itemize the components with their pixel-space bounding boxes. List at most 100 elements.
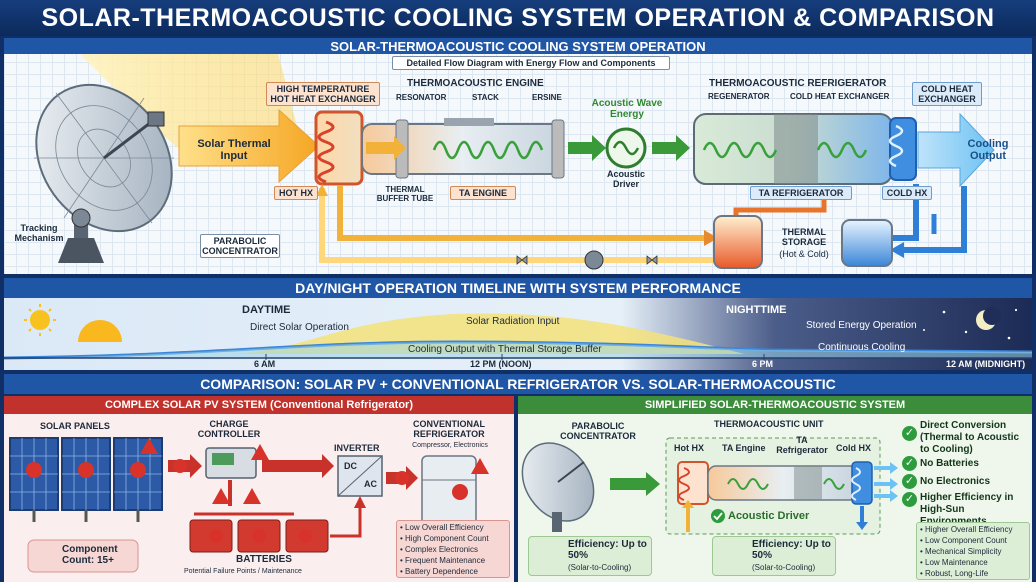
operation-panel: SOLAR-THERMOACOUSTIC COOLING SYSTEM OPER… bbox=[4, 38, 1032, 274]
sun-icon bbox=[30, 310, 50, 330]
ta-dish-graphic bbox=[521, 442, 595, 532]
thermal-buffer-label: THERMAL BUFFER TUBE bbox=[376, 185, 434, 203]
rising-sun-icon bbox=[78, 320, 122, 342]
check-item: Direct Conversion (Thermal to Acoustic t… bbox=[920, 420, 1020, 455]
timeline-header: DAY/NIGHT OPERATION TIMELINE WITH SYSTEM… bbox=[4, 278, 1032, 298]
pv-bullet: Complex Electronics bbox=[400, 544, 489, 555]
cooling-output-arrow bbox=[917, 112, 995, 188]
storage-sub-label: (Hot & Cold) bbox=[779, 249, 829, 259]
parabolic-label: PARABOLIC CONCENTRATOR bbox=[200, 234, 280, 258]
ta-cold-hx-label: Cold HX bbox=[836, 443, 871, 453]
batteries-sub-label: Potential Failure Points / Maintenance bbox=[184, 568, 302, 575]
check-icon: ✓ bbox=[902, 492, 917, 507]
ta-engine-tag: TA ENGINE bbox=[450, 186, 516, 200]
component-count-label: Component Count: 15+ bbox=[62, 544, 118, 566]
ta-bullet: Low Component Count bbox=[920, 535, 1012, 546]
ta-hot-hx-label: Hot HX bbox=[674, 443, 704, 453]
refrigerator-sub-label: Compressor, Electronics bbox=[412, 442, 488, 449]
hot-hx-tag: HOT HX bbox=[274, 186, 318, 200]
ta-parabolic-label: PARABOLIC CONCENTRATOR bbox=[560, 421, 636, 441]
ta-refrigerator-tag: TA REFRIGERATOR bbox=[750, 186, 852, 200]
ta-acoustic-driver-label: Acoustic Driver bbox=[728, 510, 810, 522]
cold-exchanger-inner-label: COLD HEAT EXCHANGER bbox=[790, 92, 890, 101]
nighttime-label: NIGHTTIME bbox=[726, 304, 787, 316]
pv-bullet: High Component Count bbox=[400, 533, 489, 544]
sun-beam bbox=[64, 38, 304, 153]
tick-noon: 12 PM (NOON) bbox=[470, 359, 532, 369]
comparison-header: COMPARISON: SOLAR PV + CONVENTIONAL REFR… bbox=[4, 374, 1032, 394]
ta-header: SIMPLIFIED SOLAR-THERMOACOUSTIC SYSTEM bbox=[518, 396, 1032, 414]
hot-storage-tank bbox=[713, 215, 763, 269]
ta-diagram bbox=[521, 437, 898, 570]
ta-bullet: Higher Overall Efficiency bbox=[920, 524, 1012, 535]
daytime-label: DAYTIME bbox=[242, 304, 291, 316]
operation-subtitle: Detailed Flow Diagram with Energy Flow a… bbox=[392, 56, 670, 70]
tick-6pm: 6 PM bbox=[752, 359, 774, 369]
pv-bullet: Frequent Maintenance bbox=[400, 555, 489, 566]
ta-bullet-list: Higher Overall Efficiency Low Component … bbox=[920, 524, 1012, 579]
acoustic-driver-label: Acoustic Driver bbox=[606, 169, 645, 189]
ta-bullet: Low Maintenance bbox=[920, 557, 1012, 568]
tick-6am: 6 AM bbox=[254, 359, 276, 369]
timeline-chart bbox=[4, 304, 1032, 360]
operation-diagram bbox=[34, 38, 995, 270]
ta-bullet: Mechanical Simplicity bbox=[920, 546, 1012, 557]
ac-label: AC bbox=[364, 479, 377, 489]
refrigerator-label: CONVENTIONAL REFRIGERATOR bbox=[413, 419, 485, 439]
ta-engine-label: TA Engine bbox=[722, 443, 766, 453]
solar-input-label: Solar Thermal Input bbox=[197, 138, 271, 163]
thermal-storage-label: THERMAL STORAGE bbox=[781, 227, 827, 247]
check-icon: ✓ bbox=[902, 474, 917, 489]
continuous-cooling-label: Continuous Cooling bbox=[818, 342, 906, 353]
cold-hx-tag: COLD HX bbox=[882, 186, 932, 200]
stack-label: STACK bbox=[472, 93, 499, 102]
check-icon: ✓ bbox=[902, 426, 917, 441]
batteries-label: BATTERIES bbox=[236, 554, 292, 565]
engine-title: THERMOACOUSTIC ENGINE bbox=[407, 78, 544, 89]
component-count-box bbox=[27, 539, 139, 573]
resonator-label: RESONATOR bbox=[396, 93, 447, 102]
main-title: SOLAR-THERMOACOUSTIC COOLING SYSTEM OPER… bbox=[0, 0, 1036, 36]
efficiency-sub-1: (Solar-to-Cooling) bbox=[568, 563, 632, 572]
hot-exchanger-label: HIGH TEMPERATURE HOT HEAT EXCHANGER bbox=[266, 82, 380, 106]
charge-controller-label: CHARGE CONTROLLER bbox=[197, 419, 261, 439]
dc-label: DC bbox=[344, 461, 357, 471]
pv-header: COMPLEX SOLAR PV SYSTEM (Conventional Re… bbox=[4, 396, 514, 414]
solar-input-arrow bbox=[178, 108, 320, 184]
ta-refrigerator-label: TA Refrigerator bbox=[776, 435, 828, 455]
pv-bullet: Battery Dependence bbox=[400, 566, 489, 577]
pv-diagram bbox=[9, 437, 489, 573]
check-item: Higher Efficiency in High-Sun Environmen… bbox=[920, 492, 1014, 527]
tick-midnight: 12 AM (MIDNIGHT) bbox=[946, 359, 1026, 369]
radiation-label: Solar Radiation Input bbox=[466, 316, 560, 327]
parabolic-dish-graphic bbox=[34, 83, 174, 263]
efficiency-box-2 bbox=[712, 536, 836, 576]
stored-energy-label: Stored Energy Operation bbox=[806, 320, 917, 331]
pv-bullet: Low Overall Efficiency bbox=[400, 522, 489, 533]
acoustic-wave-label: Acoustic Wave Energy bbox=[591, 98, 663, 120]
ta-unit-label: THERMOACOUSTIC UNIT bbox=[714, 419, 824, 429]
operation-header: SOLAR-THERMOACOUSTIC COOLING SYSTEM OPER… bbox=[4, 38, 1032, 54]
inverter-label: INVERTER bbox=[334, 443, 380, 453]
refrigerator-graphic bbox=[421, 455, 477, 527]
cooling-buffer-label: Cooling Output with Thermal Storage Buff… bbox=[408, 344, 602, 355]
solar-panels-graphic bbox=[9, 437, 163, 522]
efficiency-sub-2: (Solar-to-Cooling) bbox=[752, 563, 816, 572]
regenerator-label: REGENERATOR bbox=[708, 92, 770, 101]
ersine-label: ERSINE bbox=[532, 93, 562, 102]
pv-bullet-list: Low Overall Efficiency High Component Co… bbox=[400, 522, 489, 577]
efficiency-label-1: Efficiency: Up to 50% bbox=[568, 539, 647, 561]
cold-storage-tank bbox=[841, 219, 893, 267]
efficiency-label-2: Efficiency: Up to 50% bbox=[752, 539, 831, 561]
timeline-panel: DAYTIME NIGHTTIME Direct Solar Operation… bbox=[4, 298, 1032, 370]
efficiency-box-1 bbox=[528, 536, 652, 576]
check-icon: ✓ bbox=[902, 456, 917, 471]
pv-panel: COMPLEX SOLAR PV SYSTEM (Conventional Re… bbox=[4, 396, 514, 582]
solar-panels-label: SOLAR PANELS bbox=[40, 421, 110, 431]
check-item: No Electronics bbox=[920, 476, 991, 487]
ta-bullet: Robust, Long-Life bbox=[920, 568, 1012, 579]
cold-exchanger-label: COLD HEAT EXCHANGER bbox=[912, 82, 982, 106]
tracking-label: Tracking Mechanism bbox=[14, 223, 64, 243]
direct-solar-label: Direct Solar Operation bbox=[250, 322, 349, 333]
inverter-graphic bbox=[337, 455, 383, 497]
